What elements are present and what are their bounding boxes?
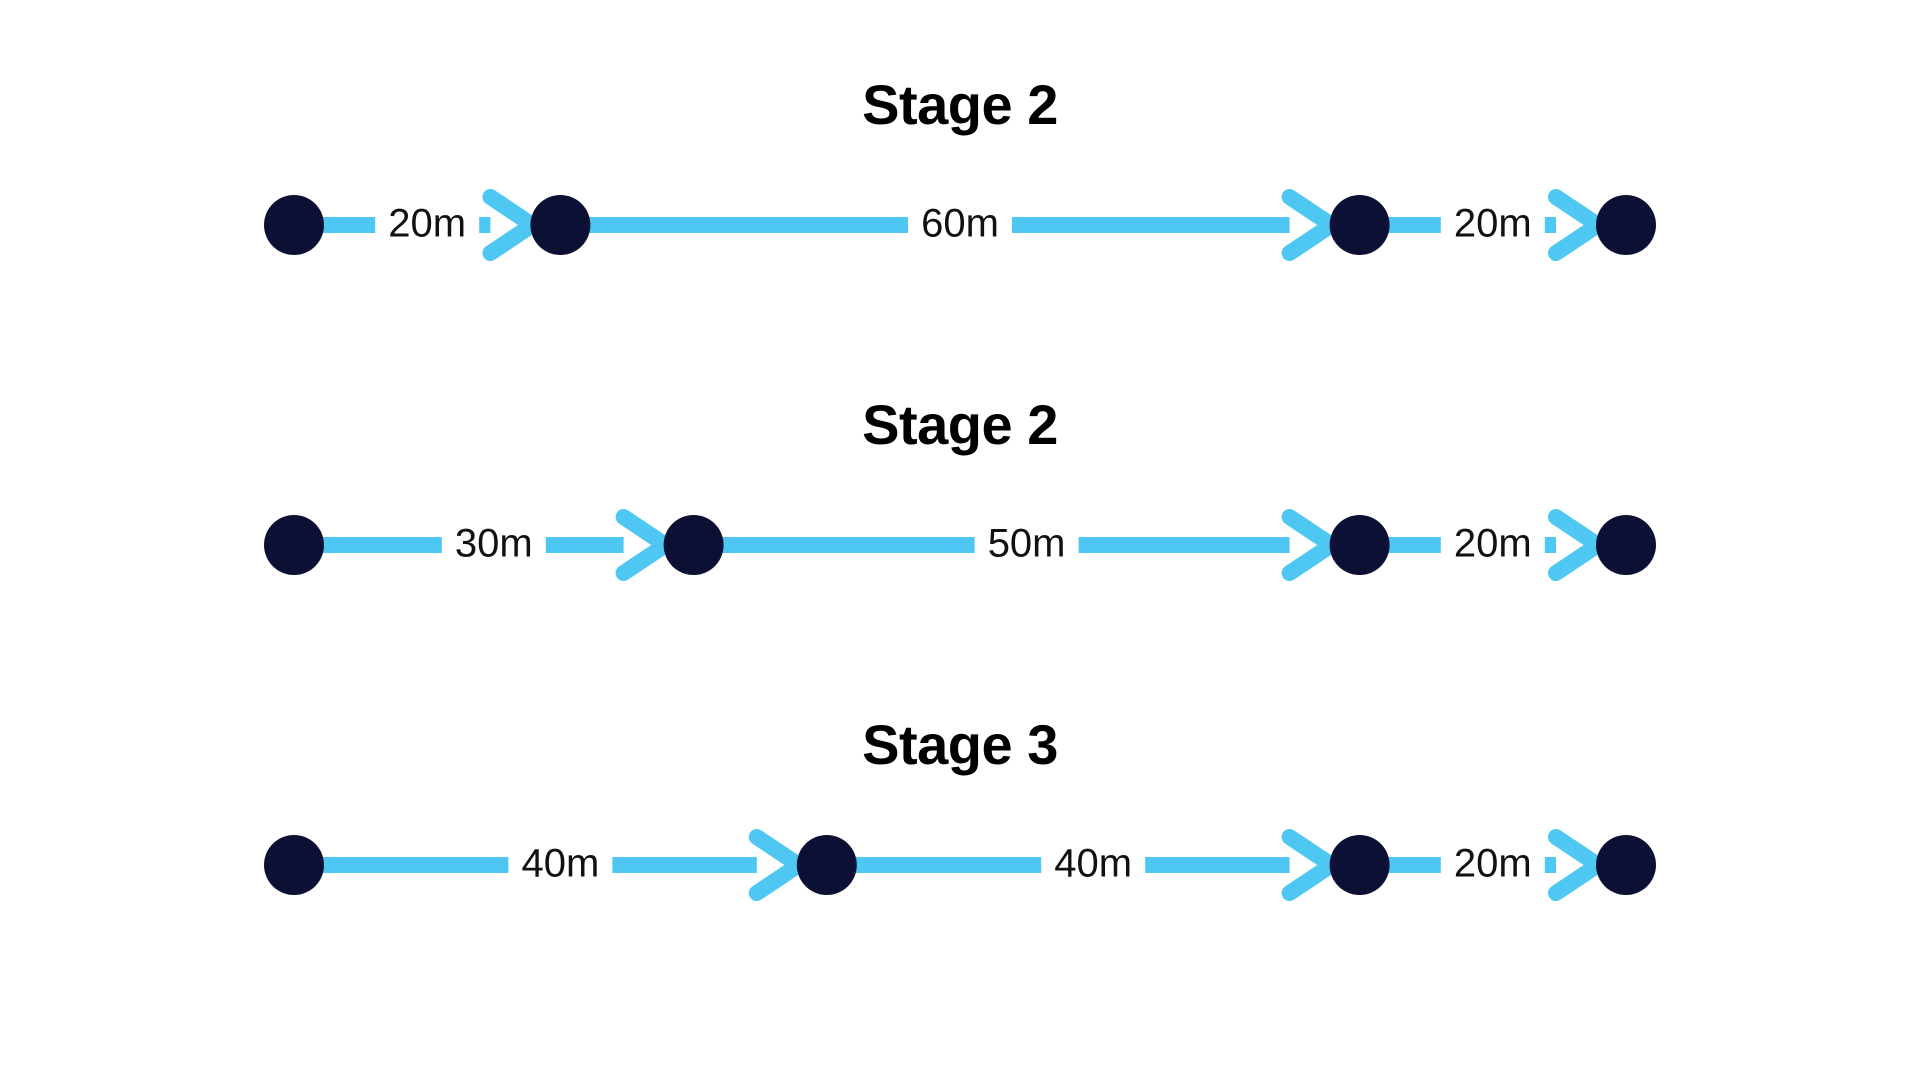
edge-bar-right — [545, 537, 624, 553]
chain-edge: 20m — [1387, 829, 1606, 901]
arrowhead-icon — [615, 509, 674, 581]
chain-node[interactable] — [264, 195, 324, 255]
stage-block: Stage 3 40m 40m 20m — [0, 710, 1920, 1030]
arrowhead-icon — [1548, 189, 1606, 261]
chain-edge: 50m — [721, 509, 1340, 581]
stage-block: Stage 2 30m 50m 20m — [0, 390, 1920, 710]
chain-node[interactable] — [264, 835, 324, 895]
chain-node[interactable] — [1329, 195, 1390, 255]
chain-node[interactable] — [1596, 195, 1656, 255]
stage-title: Stage 2 — [862, 393, 1058, 457]
chain-node[interactable] — [264, 515, 324, 575]
edge-bar-right — [479, 217, 491, 233]
stage-chain: 20m 60m 20m — [0, 140, 1920, 310]
chain-node[interactable] — [663, 515, 724, 575]
arrowhead-icon — [1281, 829, 1340, 901]
edge-bar-left — [322, 537, 442, 553]
chain-edge: 20m — [1387, 189, 1606, 261]
stage-title: Stage 2 — [862, 73, 1058, 137]
edge-bar-right — [1544, 537, 1556, 553]
edge-distance-label: 20m — [388, 202, 466, 246]
chain-edge: 40m — [322, 829, 807, 901]
chain-node[interactable] — [530, 195, 591, 255]
chain-svg: 40m 40m 20m — [264, 829, 1656, 901]
edge-bar-left — [721, 537, 975, 553]
edge-bar-left — [588, 217, 908, 233]
edge-bar-right — [1012, 217, 1290, 233]
edge-bar-right — [1145, 857, 1290, 873]
chain-svg: 20m 60m 20m — [264, 189, 1656, 261]
stage-chain: 40m 40m 20m — [0, 780, 1920, 950]
chain-svg: 30m 50m 20m — [264, 509, 1656, 581]
stage-title: Stage 3 — [862, 713, 1058, 777]
stage-chain: 30m 50m 20m — [0, 460, 1920, 630]
edge-bar-left — [322, 217, 376, 233]
arrowhead-icon — [1281, 189, 1340, 261]
chain-edge: 20m — [322, 189, 541, 261]
edge-distance-label: 60m — [921, 202, 999, 246]
edge-bar-left — [322, 857, 509, 873]
edge-bar-right — [612, 857, 757, 873]
chain-edge: 60m — [588, 189, 1340, 261]
edge-bar-left — [1387, 217, 1441, 233]
chain-edge: 30m — [322, 509, 674, 581]
chain-edge: 20m — [1387, 509, 1606, 581]
edge-distance-label: 20m — [1454, 522, 1532, 566]
edge-bar-right — [1544, 857, 1556, 873]
stage-block: Stage 2 20m 60m 20m — [0, 70, 1920, 390]
chain-node[interactable] — [1329, 835, 1390, 895]
edge-distance-label: 20m — [1454, 842, 1532, 886]
chain-edge: 40m — [854, 829, 1340, 901]
arrowhead-icon — [1548, 829, 1606, 901]
chain-node[interactable] — [1596, 515, 1656, 575]
edge-bar-left — [1387, 537, 1441, 553]
edge-bar-right — [1544, 217, 1556, 233]
arrowhead-icon — [1281, 509, 1340, 581]
arrowhead-icon — [1548, 509, 1606, 581]
edge-bar-left — [854, 857, 1042, 873]
arrowhead-icon — [748, 829, 807, 901]
edge-bar-left — [1387, 857, 1441, 873]
edge-distance-label: 50m — [988, 522, 1066, 566]
edge-distance-label: 20m — [1454, 202, 1532, 246]
edge-distance-label: 30m — [455, 522, 533, 566]
edge-distance-label: 40m — [1054, 842, 1132, 886]
chain-node[interactable] — [1596, 835, 1656, 895]
edge-bar-right — [1078, 537, 1290, 553]
arrowhead-icon — [482, 189, 541, 261]
chain-node[interactable] — [796, 835, 857, 895]
edge-distance-label: 40m — [521, 842, 599, 886]
chain-node[interactable] — [1329, 515, 1390, 575]
